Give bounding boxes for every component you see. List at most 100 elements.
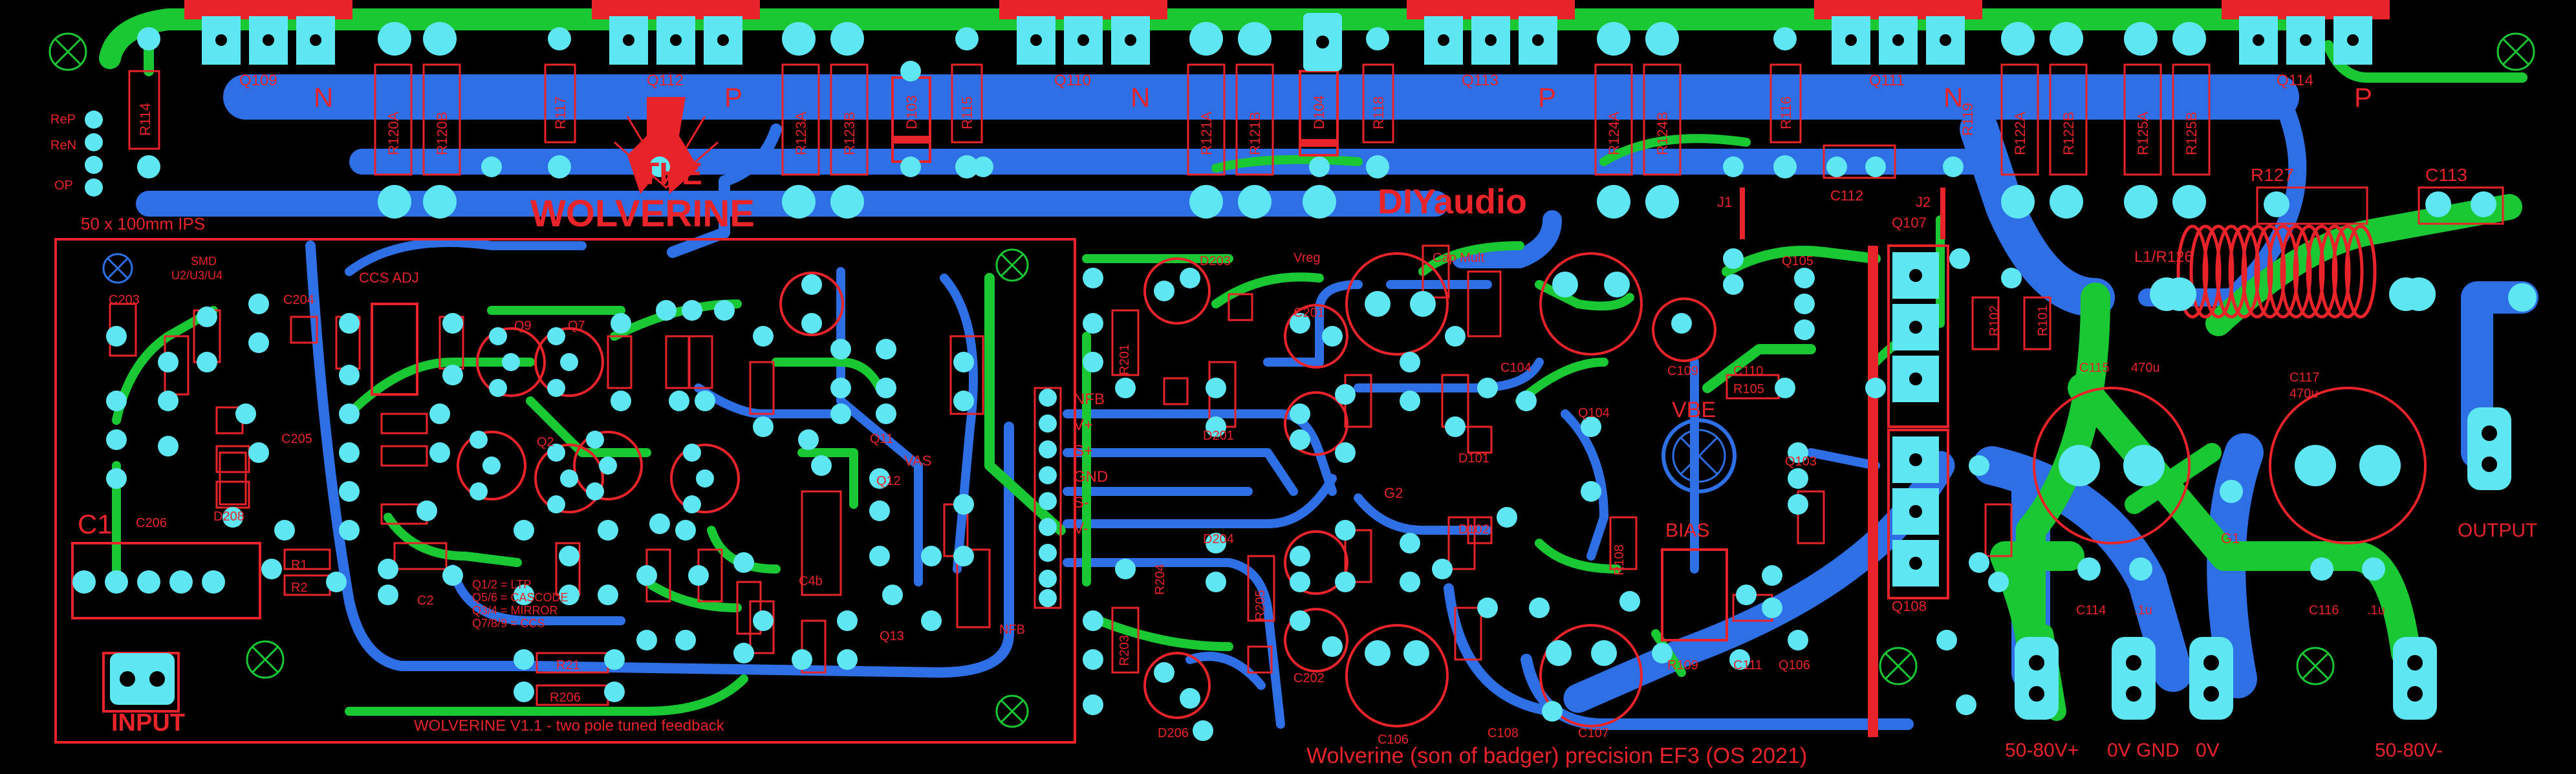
ref-q104: Q104 [1578, 406, 1610, 420]
terminal-gnd: 0V GND [2107, 740, 2180, 761]
ref-r127: R127 [2251, 165, 2294, 185]
label-smd-parts: U2/U3/U4 [171, 269, 222, 282]
silkscreen-layer [54, 0, 2504, 744]
pin-gnd: GND [1074, 468, 1108, 486]
logo-the: THE [640, 157, 702, 191]
ref-c204: C204 [283, 293, 314, 307]
type-q113: P [1538, 82, 1556, 113]
ref-r1: R1 [291, 558, 308, 572]
ref-r21: R21 [556, 658, 580, 672]
ref-c107: C107 [1578, 726, 1609, 740]
ref-r121a: R121A [1198, 111, 1215, 155]
ref-r109: R109 [1667, 658, 1698, 672]
note-cascode: Q5/6 = CASCODE [472, 591, 568, 604]
board-title: Wolverine (son of badger) precision EF3 … [1306, 744, 1807, 768]
pin-sminus: S- [1074, 494, 1089, 511]
label-ccs-adj: CCS ADJ [359, 270, 419, 286]
ref-c2: C2 [417, 594, 434, 608]
ref-c116-value: .1u [2367, 603, 2385, 618]
type-q111: N [1943, 82, 1963, 113]
ref-r2: R2 [291, 581, 308, 595]
ref-c114-value: .1u [2134, 603, 2152, 618]
ref-r114: R114 [137, 103, 153, 136]
label-vbe: VBE [1672, 398, 1716, 422]
ref-r203: R203 [1118, 635, 1132, 666]
ref-c206: C206 [136, 516, 167, 530]
ref-r102: R102 [1987, 305, 2002, 336]
ref-r124a: R124A [1606, 111, 1622, 155]
ref-c108: C108 [1488, 726, 1519, 740]
ref-r123b: R123B [841, 112, 858, 155]
ref-c116: C116 [2309, 603, 2339, 618]
ref-g1: G1 [2221, 530, 2240, 546]
ref-r115: R115 [959, 96, 975, 129]
ref-r118: R118 [1370, 96, 1387, 129]
pin-nfb-top: NFB [1074, 391, 1105, 408]
ref-c203: C203 [109, 293, 140, 307]
label-rep: ReP [50, 113, 76, 127]
label-vas: VAS [904, 453, 931, 469]
label-smd: SMD [191, 255, 217, 268]
ref-r108: R108 [1612, 544, 1627, 575]
ref-d103: D103 [904, 95, 920, 129]
label-ren: ReN [50, 138, 76, 153]
pin-splus: S+ [1074, 442, 1093, 460]
label-output: OUTPUT [2458, 520, 2537, 541]
version-note: WOLVERINE V1.1 - two pole tuned feedback [414, 717, 725, 735]
ref-q112: Q112 [647, 72, 684, 89]
ref-r206: R206 [550, 691, 581, 705]
ref-g2: G2 [1384, 485, 1403, 501]
ref-q12: Q12 [876, 474, 901, 488]
brand-diyaudio: DIYaudio [1378, 182, 1527, 221]
ref-r124b: R124B [1654, 112, 1671, 155]
logo-wolverine: WOLVERINE [530, 193, 755, 235]
ref-q9: Q9 [514, 319, 532, 333]
ref-c4b: C4b [799, 574, 823, 588]
ref-q2: Q2 [537, 435, 554, 449]
ref-r105: R105 [1733, 382, 1764, 396]
pads [72, 13, 2537, 741]
ref-c117: C117 [2289, 371, 2319, 385]
ref-c201: C201 [1293, 306, 1325, 320]
ref-d104: D104 [1311, 95, 1327, 129]
ref-q7: Q7 [568, 319, 585, 333]
ref-d204: D204 [1203, 532, 1234, 546]
label-bias: BIAS [1665, 520, 1709, 541]
ref-q113: Q113 [1462, 72, 1499, 89]
ref-r204: R204 [1153, 564, 1167, 595]
ref-c111: C111 [1733, 658, 1762, 672]
ref-q106: Q106 [1779, 658, 1810, 672]
label-cap-mult: Cap Mult [1433, 251, 1484, 265]
terminal-0v: 0V [2196, 740, 2220, 761]
mounting-holes [49, 32, 2535, 728]
ref-d101: D101 [1458, 451, 1489, 466]
ref-d102: D102 [1458, 522, 1489, 537]
ref-r119: R119 [1960, 103, 1976, 136]
ref-j2: J2 [1916, 194, 1931, 210]
ref-c112: C112 [1830, 188, 1863, 204]
mounting-holes-blue [102, 253, 1726, 483]
label-vreg: Vreg [1293, 251, 1321, 265]
ref-r120b: R120B [434, 112, 450, 155]
ref-c113: C113 [2425, 165, 2467, 185]
type-q109: N [314, 82, 333, 113]
ref-c106: C106 [1378, 733, 1409, 747]
terminal-vplus: 50-80V+ [2005, 740, 2079, 761]
ref-c110: C110 [1733, 364, 1763, 378]
ref-r205: R205 [1253, 590, 1268, 621]
ref-r122b: R122B [2061, 112, 2077, 155]
size-note: 50 x 100mm IPS [81, 214, 205, 233]
ref-c1: C1 [78, 509, 113, 539]
ref-d203: D203 [1200, 254, 1231, 268]
ref-r123a: R123A [793, 111, 809, 155]
type-q112: P [724, 82, 742, 113]
ref-r101: R101 [2036, 305, 2050, 336]
ref-c115: C115 [2079, 361, 2109, 375]
ref-c115-value: 470u [2131, 361, 2160, 375]
type-q114: P [2354, 82, 2372, 113]
ref-q114: Q114 [2277, 72, 2313, 89]
ref-r116: R116 [1778, 96, 1794, 129]
pin-vminus: V- [1074, 520, 1088, 537]
type-q110: N [1131, 82, 1150, 113]
